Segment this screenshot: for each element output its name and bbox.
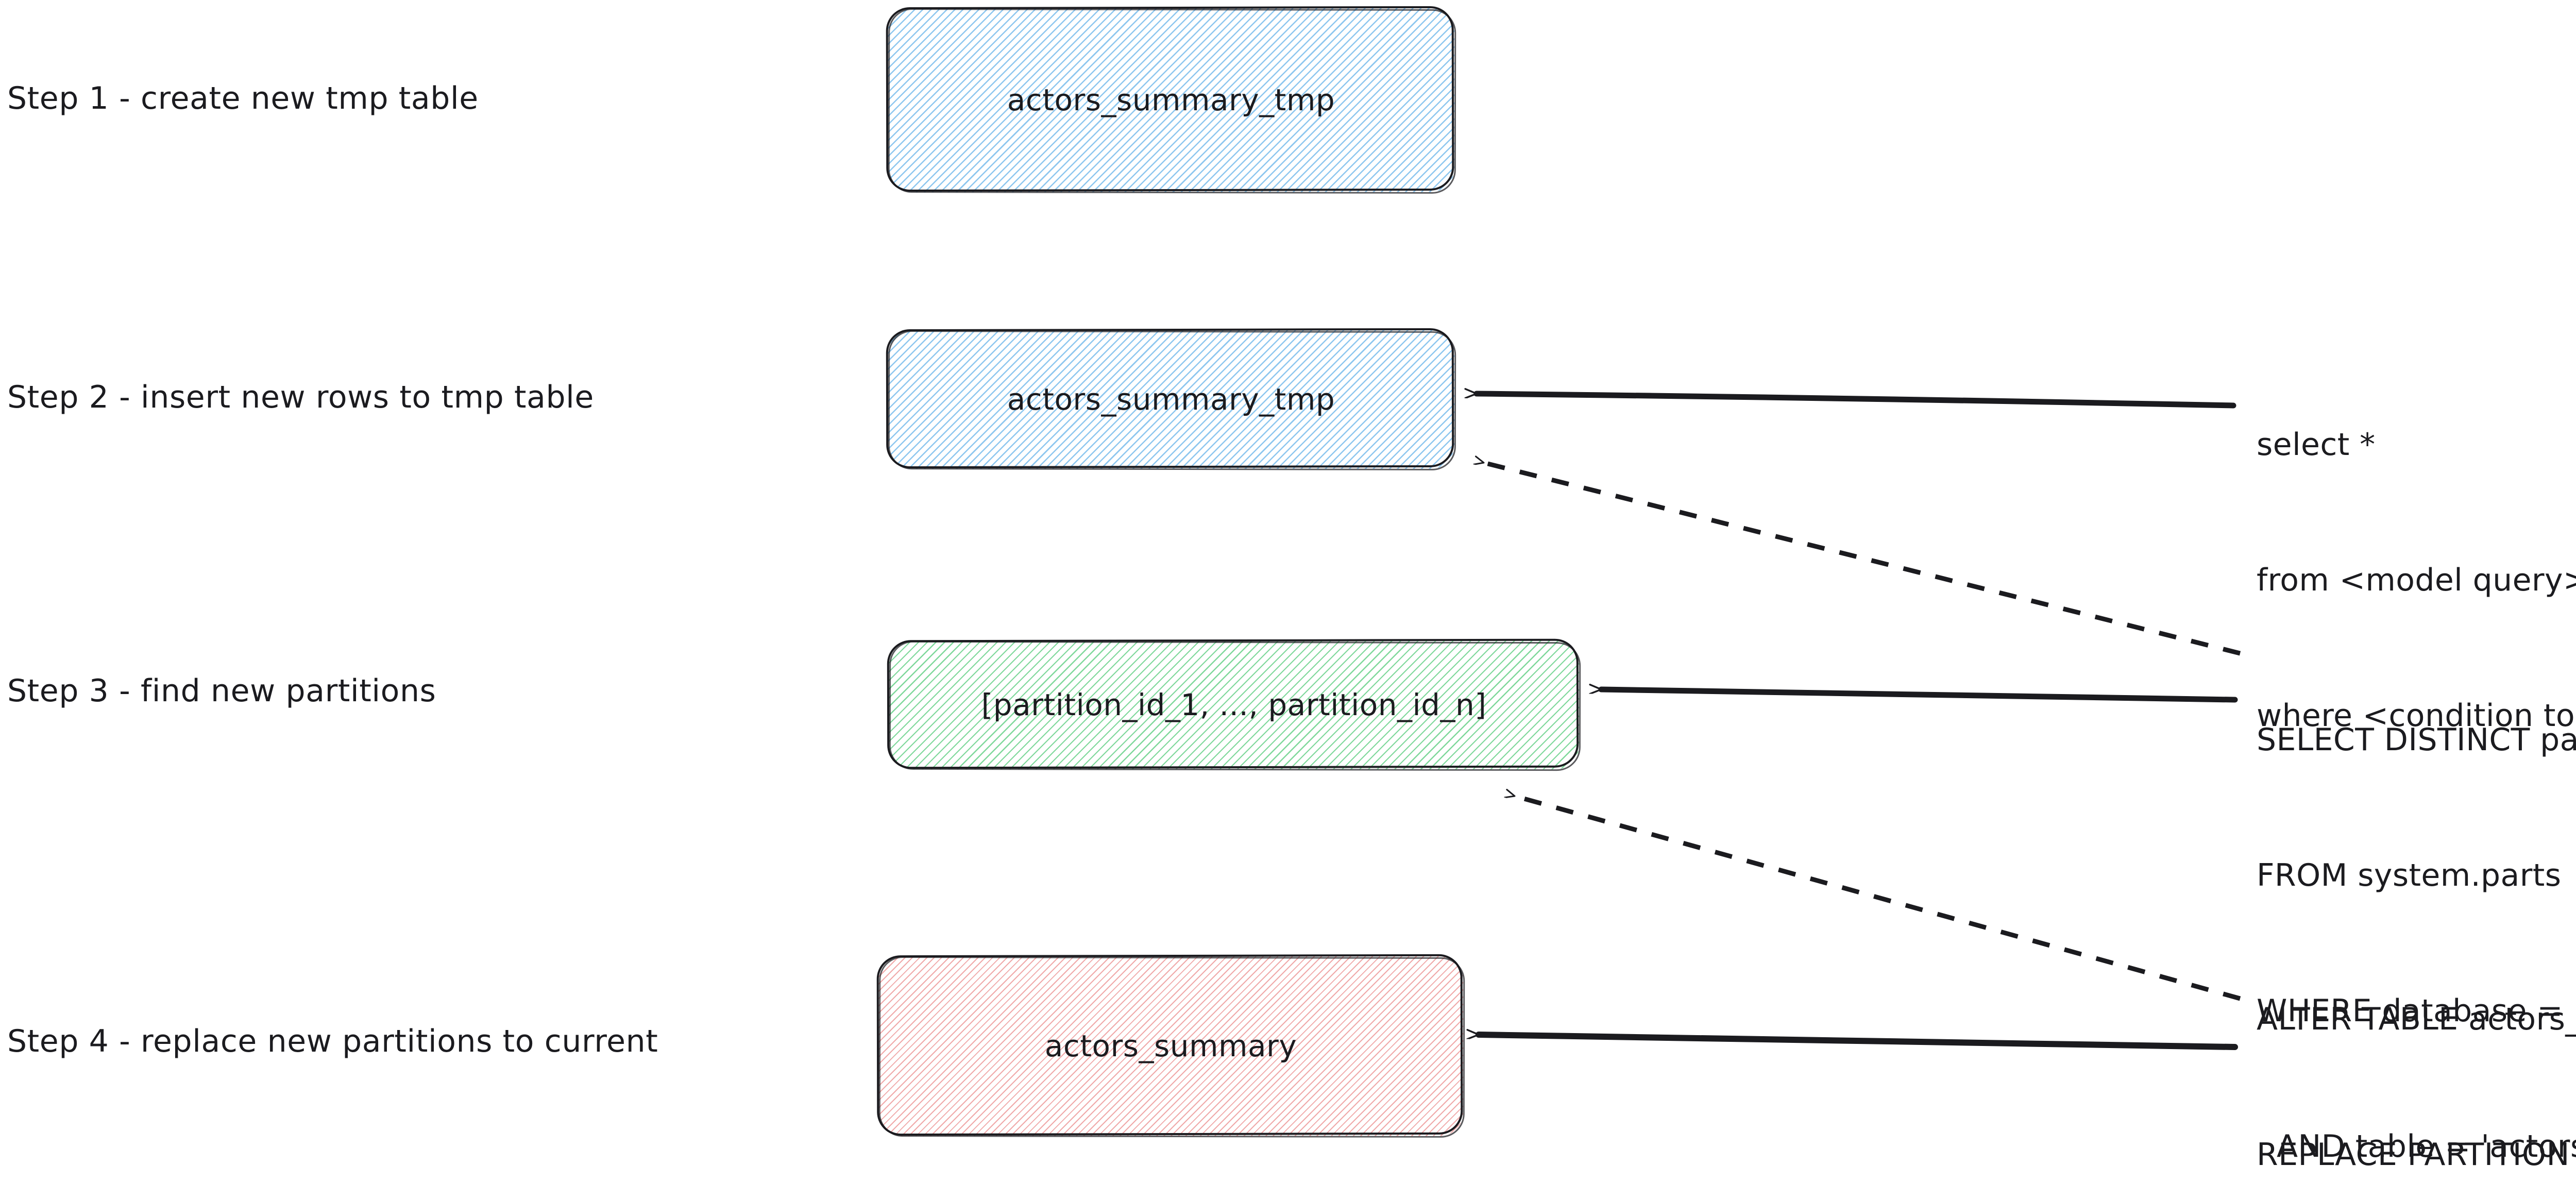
sql-block-replace-partitions: ALTER TABLE actors_summary REPLACE PARTI… — [2257, 907, 2576, 1199]
sql-line: REPLACE PARTITION partition_id_1 — [2257, 1136, 2570, 1173]
sql-line: select * — [2257, 427, 2376, 463]
sql-block-find-partitions: SELECT DISTINCT partition_id FROM system… — [2257, 628, 2576, 1199]
edge-insertsql-to-tmptable2 — [1477, 394, 2236, 409]
edge-replacesql-to-partitionlist — [1515, 796, 2241, 1001]
node-tmp-table-step2[interactable]: actors_summary_tmp — [888, 330, 1454, 469]
node-tmp-table-step1[interactable]: actors_summary_tmp — [888, 8, 1454, 192]
step-label-3: Step 3 - find new partitions — [7, 673, 436, 709]
node-label: actors_summary_tmp — [1007, 82, 1335, 117]
step-label-4: Step 4 - replace new partitions to curre… — [7, 1023, 658, 1059]
edge-findpartitions-to-tmptable2 — [1484, 463, 2241, 656]
sql-line: WHERE database = <database> — [2257, 992, 2576, 1029]
node-actors-summary[interactable]: actors_summary — [878, 956, 1463, 1136]
sql-line: ALTER TABLE actors_summary — [2257, 1001, 2576, 1038]
step-label-1: Step 1 - create new tmp table — [7, 80, 479, 116]
edge-replacesql-to-targettable — [1479, 1035, 2238, 1050]
node-label: [partition_id_1, ..., partition_id_n] — [981, 687, 1487, 722]
sql-line: FROM system.parts — [2257, 857, 2562, 893]
node-label: actors_summary_tmp — [1007, 382, 1335, 417]
node-label: actors_summary — [1044, 1028, 1297, 1063]
node-partition-list[interactable]: [partition_id_1, ..., partition_id_n] — [889, 640, 1579, 769]
step-label-2: Step 2 - insert new rows to tmp table — [7, 379, 594, 415]
sql-line: from <model query> — [2257, 562, 2576, 598]
sql-line: SELECT DISTINCT partition_id — [2257, 722, 2576, 758]
sql-line: where <condition to identify new> — [2257, 697, 2575, 734]
sql-block-insert-query: select * from <model query> where <condi… — [2257, 332, 2576, 829]
edge-findpartitions-to-partitionlist — [1601, 689, 2238, 703]
sql-line: AND table = 'actors_summary_tmp' — [2276, 1128, 2576, 1164]
